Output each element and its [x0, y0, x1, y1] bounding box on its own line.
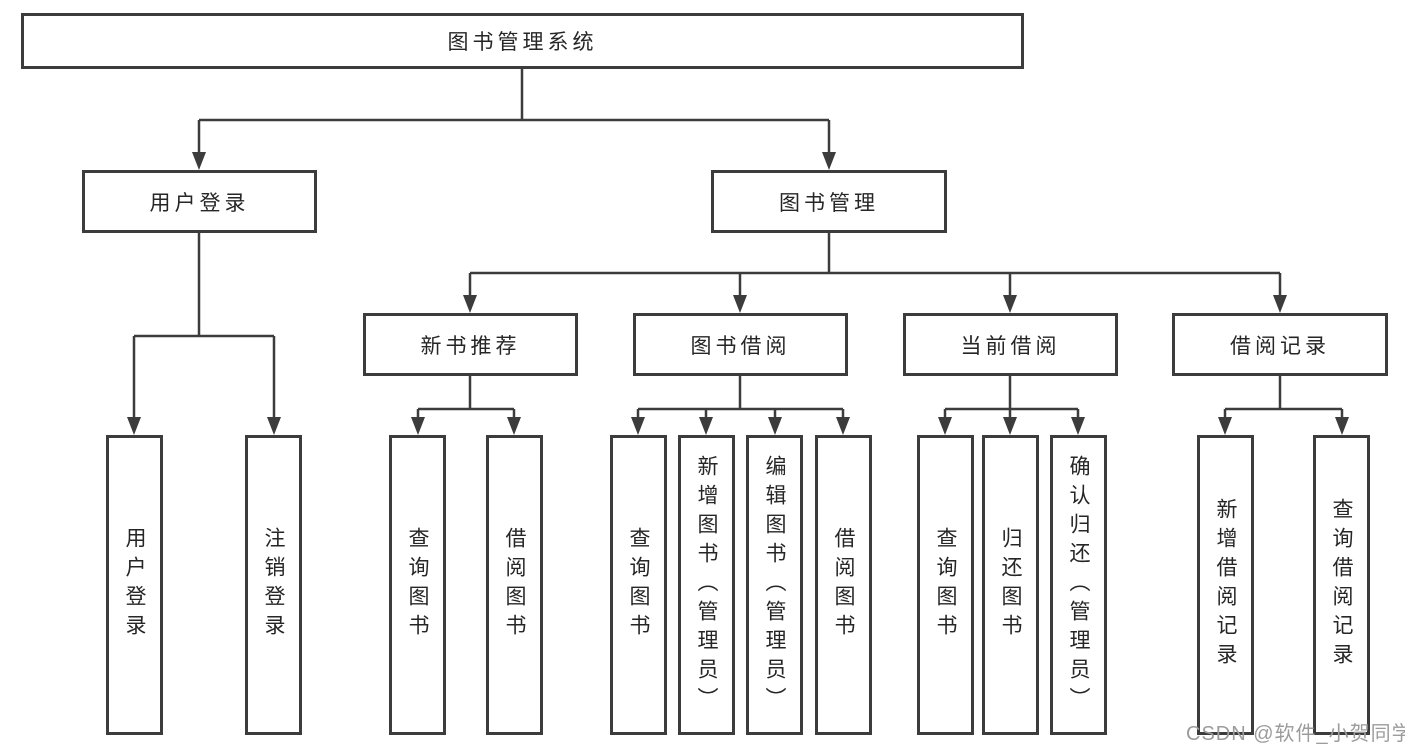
leaf-confirm-return-admin: 确认归还（管理员）	[1050, 435, 1107, 735]
leaf-borrow-query-books-label: 查询图书	[627, 527, 650, 643]
leaf-current-query-books: 查询图书	[917, 435, 974, 735]
arrowheads-level2	[192, 152, 836, 170]
leaf-recommend-query-books: 查询图书	[389, 435, 446, 735]
connector-current-to-children	[943, 376, 1080, 418]
node-borrowing-records-label: 借阅记录	[1230, 334, 1330, 358]
leaf-borrow-books: 借阅图书	[815, 435, 872, 735]
leaf-return-books-label: 归还图书	[999, 527, 1022, 643]
leaf-recommend-borrow-books: 借阅图书	[486, 435, 543, 735]
leaf-add-borrow-record: 新增借阅记录	[1197, 435, 1254, 735]
leaf-user-login-label: 用户登录	[123, 527, 146, 643]
arrowheads-current-children	[938, 417, 1085, 435]
arrowheads-userlogin-children	[127, 417, 281, 435]
node-book-management: 图书管理	[711, 170, 947, 233]
node-book-borrowing-label: 图书借阅	[690, 334, 791, 358]
csdn-watermark: CSDN @软件_小贺同学	[1186, 723, 1405, 745]
node-new-book-recommend: 新书推荐	[363, 313, 578, 376]
node-user-login-label: 用户登录	[149, 191, 250, 215]
node-library-system-label: 图书管理系统	[447, 31, 598, 54]
leaf-query-borrow-record-label: 查询借阅记录	[1330, 498, 1353, 672]
connector-records-to-children	[1223, 376, 1344, 418]
node-current-borrowing: 当前借阅	[903, 313, 1118, 376]
leaf-query-borrow-record: 查询借阅记录	[1313, 435, 1370, 735]
leaf-add-books-admin-label: 新增图书（管理员）	[695, 454, 718, 716]
node-book-management-label: 图书管理	[779, 191, 879, 215]
arrowheads-newbook-children	[411, 417, 521, 435]
arrowheads-records-children	[1218, 417, 1349, 435]
node-borrowing-records: 借阅记录	[1172, 313, 1388, 376]
leaf-borrow-query-books: 查询图书	[610, 435, 667, 735]
arrowheads-borrow-children	[631, 417, 850, 435]
connector-userlogin-to-children	[132, 233, 276, 418]
leaf-recommend-query-books-label: 查询图书	[406, 527, 429, 643]
leaf-logout-label: 注销登录	[262, 527, 285, 643]
leaf-borrow-books-label: 借阅图书	[832, 527, 855, 643]
leaf-edit-books-admin: 编辑图书（管理员）	[746, 435, 803, 735]
connector-bookmgmt-to-level3	[468, 233, 1282, 296]
leaf-current-query-books-label: 查询图书	[934, 527, 957, 643]
connector-newbook-to-children	[416, 376, 516, 418]
leaf-confirm-return-admin-label: 确认归还（管理员）	[1067, 454, 1090, 716]
leaf-add-books-admin: 新增图书（管理员）	[678, 435, 735, 735]
connector-root-to-level2	[197, 69, 831, 153]
leaf-edit-books-admin-label: 编辑图书（管理员）	[763, 454, 786, 716]
leaf-logout: 注销登录	[245, 435, 302, 735]
arrowheads-level3	[463, 295, 1287, 313]
connector-borrow-to-children	[636, 376, 845, 418]
node-library-system: 图书管理系统	[21, 13, 1024, 69]
node-new-book-recommend-label: 新书推荐	[420, 334, 521, 358]
leaf-recommend-borrow-books-label: 借阅图书	[503, 527, 526, 643]
node-book-borrowing: 图书借阅	[633, 313, 848, 376]
leaf-add-borrow-record-label: 新增借阅记录	[1214, 498, 1237, 672]
leaf-return-books: 归还图书	[982, 435, 1039, 735]
node-user-login: 用户登录	[82, 170, 317, 233]
leaf-user-login: 用户登录	[106, 435, 163, 735]
node-current-borrowing-label: 当前借阅	[960, 334, 1061, 358]
